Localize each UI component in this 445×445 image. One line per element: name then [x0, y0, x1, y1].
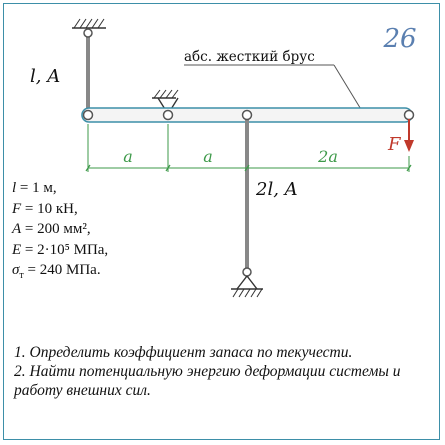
beam-label-leader — [333, 64, 363, 112]
param-value: = 2·10⁵ МПа, — [21, 241, 109, 258]
param-symbol: A — [12, 221, 22, 237]
param-symbol: σ — [12, 262, 20, 278]
param-row: A = 200 мм², — [12, 219, 108, 240]
right-beam-end — [403, 109, 415, 121]
param-symbol: F — [12, 200, 22, 217]
center-rod-label: 2l, A — [255, 179, 298, 200]
task-item: 1. Определить коэффициент запаса по теку… — [14, 344, 353, 361]
force-arrow — [404, 119, 414, 152]
param-row: F = 10 кН, — [12, 199, 108, 220]
left-rod-label: l, A — [30, 66, 60, 87]
center-beam-hinge — [241, 109, 253, 121]
param-value: = 1 м, — [16, 180, 57, 196]
task-item: 2. Найти потенциальную энергию деформаци… — [14, 363, 401, 399]
left-beam-hinge — [82, 109, 94, 121]
param-row: l = 1 м, — [12, 178, 108, 199]
force-label: F — [387, 134, 402, 155]
top-fixed-support — [72, 18, 106, 29]
param-symbol: l — [12, 180, 17, 196]
param-subscript: т — [19, 270, 24, 281]
dimension-lines — [85, 124, 412, 172]
given-parameters: l = 1 м, F = 10 кН, A = 200 мм², E = 2·1… — [12, 178, 108, 287]
param-symbol: E — [12, 241, 22, 258]
left-rod-top-hinge — [83, 28, 93, 38]
figure-frame — [3, 3, 440, 440]
dimension-a-2: a — [203, 147, 213, 166]
param-row: E = 2·10⁵ МПа, — [12, 240, 108, 261]
pin-beam-hinge — [162, 109, 174, 121]
beam-label: абс. жесткий брус — [184, 49, 315, 65]
param-value: = 200 мм², — [21, 221, 91, 237]
bottom-pin-support — [231, 267, 263, 298]
param-value: = 240 МПа. — [23, 262, 101, 278]
param-value: = 10 кН, — [21, 200, 78, 217]
param-row: σт = 240 МПа. — [12, 260, 108, 287]
problem-number: 26 — [382, 24, 416, 54]
dimension-2a: 2a — [317, 147, 338, 166]
dimension-a-1: a — [123, 147, 133, 166]
task-list: 1. Определить коэффициент запаса по теку… — [14, 343, 434, 400]
